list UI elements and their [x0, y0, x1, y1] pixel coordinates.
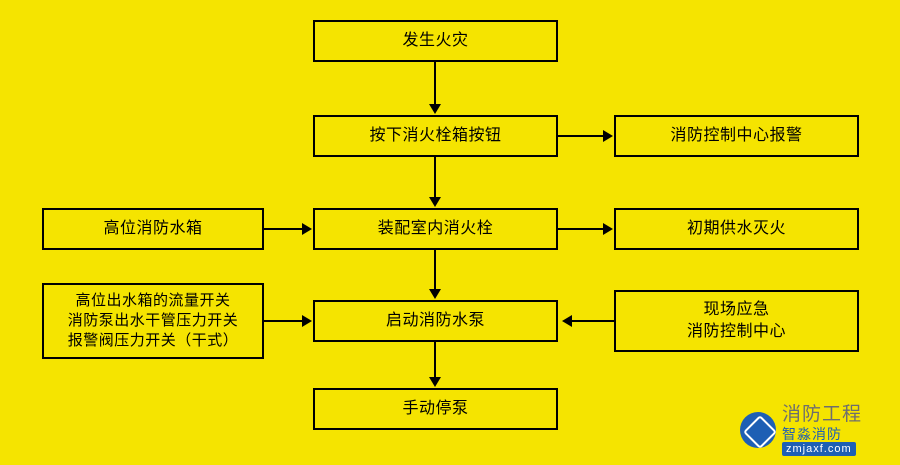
- node-switches-group[interactable]: 高位出水箱的流量开关 消防泵出水干管压力开关 报警阀压力开关（干式）: [42, 283, 264, 359]
- arrow-hydrant-to-supply: [558, 228, 604, 230]
- arrowhead-press-to-center: [603, 130, 613, 142]
- watermark-badge-icon: [740, 412, 776, 448]
- arrow-press-to-hydrant: [434, 157, 436, 198]
- watermark-text: 消防工程 智淼消防 zmjaxf.com: [782, 404, 862, 457]
- node-initial-water-supply[interactable]: 初期供水灭火: [614, 208, 859, 250]
- arrowhead-switches-to-startpump: [302, 315, 312, 327]
- watermark-line3: zmjaxf.com: [782, 441, 856, 457]
- arrow-emergency-to-startpump: [572, 320, 614, 322]
- arrowhead-tank-to-hydrant: [302, 223, 312, 235]
- node-fire[interactable]: 发生火灾: [313, 20, 558, 62]
- node-press-hydrant-button[interactable]: 按下消火栓箱按钮: [313, 115, 558, 157]
- arrowhead-press-to-hydrant: [429, 197, 441, 207]
- arrow-hydrant-to-startpump: [434, 250, 436, 290]
- arrow-startpump-to-stoppump: [434, 342, 436, 378]
- node-high-level-water-tank[interactable]: 高位消防水箱: [42, 208, 264, 250]
- watermark: 消防工程 智淼消防 zmjaxf.com: [740, 401, 890, 459]
- arrowhead-hydrant-to-startpump: [429, 289, 441, 299]
- arrowhead-fire-to-press: [429, 104, 441, 114]
- arrow-switches-to-startpump: [264, 320, 303, 322]
- arrowhead-hydrant-to-supply: [603, 223, 613, 235]
- arrow-tank-to-hydrant: [264, 228, 303, 230]
- watermark-line1: 消防工程: [782, 403, 863, 425]
- node-emergency-control[interactable]: 现场应急 消防控制中心: [614, 290, 859, 352]
- arrow-press-to-center: [558, 135, 604, 137]
- watermark-line2: 智淼消防: [782, 425, 842, 442]
- node-indoor-hydrant[interactable]: 装配室内消火栓: [313, 208, 558, 250]
- node-manual-stop-pump[interactable]: 手动停泵: [313, 388, 558, 430]
- node-fire-control-center-alarm[interactable]: 消防控制中心报警: [614, 115, 859, 157]
- arrowhead-emergency-to-startpump: [562, 315, 572, 327]
- node-start-fire-pump[interactable]: 启动消防水泵: [313, 300, 558, 342]
- arrow-fire-to-press: [434, 62, 436, 105]
- arrowhead-startpump-to-stoppump: [429, 377, 441, 387]
